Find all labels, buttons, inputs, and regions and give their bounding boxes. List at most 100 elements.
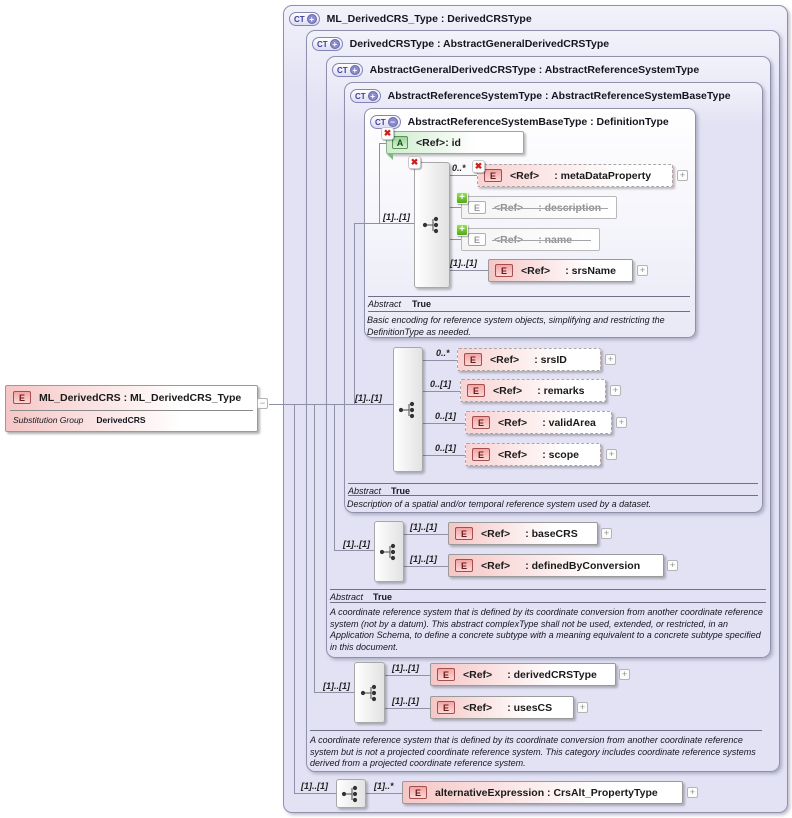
element-icon: E [472,416,490,429]
element-icon: E [437,701,455,714]
element-definedbyconversion[interactable]: E <Ref> : definedByConversion [448,554,664,577]
element-name: : definedByConversion [525,559,641,572]
element-derivedcrstype[interactable]: E <Ref> : derivedCRSType [430,663,616,686]
type-box-header: CT+ DerivedCRSType : AbstractGeneralDeri… [312,37,609,51]
connector-line [450,207,461,208]
expand-toggle[interactable]: + [677,170,688,181]
element-ref: <Ref> [494,233,524,246]
element-ref: <Ref> [498,448,528,461]
documentation-text: A coordinate reference system that is de… [310,735,756,769]
collapse-toggle[interactable]: − [257,398,268,409]
element-srsname[interactable]: E <Ref> : srsName [488,259,633,282]
divider [310,730,762,731]
element-icon: E [409,786,427,799]
element-name: : usesCS [507,701,553,714]
expand-toggle[interactable]: + [610,385,621,396]
element-name: : srsName [565,264,616,277]
attribute-id[interactable]: ✖ A <Ref> : id [381,127,524,160]
abstract-label: Abstract [368,299,402,309]
connector-line [294,404,295,793]
connector-line [379,143,380,223]
element-name: : srsID [534,353,567,366]
expand-toggle[interactable]: + [667,560,678,571]
expand-toggle[interactable]: + [577,702,588,713]
expand-toggle[interactable]: + [687,787,698,798]
element-ref: <Ref> [490,353,520,366]
element-name: alternativeExpression : CrsAlt_PropertyT… [435,786,658,799]
element-ref: <Ref> [493,384,523,397]
cardinality-label: [1]..[1] [410,522,437,532]
complex-type-icon[interactable]: CT+ [350,89,381,103]
substitution-group-value: DerivedCRS [96,415,146,425]
expand-toggle[interactable]: + [605,354,616,365]
element-ref: <Ref> [481,527,511,540]
element-name[interactable]: + E <Ref> : name [456,224,600,251]
removed-badge-icon: ✖ [381,127,394,140]
type-box-title: AbstractGeneralDerivedCRSType : Abstract… [369,64,700,76]
type-box-title: AbstractReferenceSystemType : AbstractRe… [387,90,731,102]
cardinality-label: 0..[1] [430,379,452,389]
element-scope[interactable]: E <Ref> : scope [465,443,601,466]
divider [368,296,690,297]
element-icon: E [472,448,490,461]
element-icon: E [468,201,486,214]
element-ref: <Ref> [463,668,493,681]
sequence-compositor [393,347,423,472]
connector-line [366,793,402,794]
element-icon: E [464,353,482,366]
connector-line [314,692,354,693]
cardinality-label: 0..* [452,163,466,173]
element-icon: E [468,233,486,246]
element-icon: E [484,169,502,182]
abstract-label: Abstract [330,592,364,602]
divider [330,589,766,590]
attribute-icon: A [392,136,408,149]
attribute-ref: <Ref> [416,136,446,149]
complex-type-icon[interactable]: CT+ [332,63,363,77]
expand-toggle[interactable]: + [606,449,617,460]
expand-op-icon: − [387,117,398,127]
divider [330,602,766,603]
expand-toggle[interactable]: + [601,528,612,539]
element-usescs[interactable]: E <Ref> : usesCS [430,696,574,719]
attribute-fold-decoration [387,154,393,160]
sequence-icon [422,216,439,234]
type-box-header: CT+ ML_DerivedCRS_Type : DerivedCRSType [289,12,532,26]
connector-line [423,360,457,361]
element-icon: E [455,527,473,540]
element-validarea[interactable]: E <Ref> : validArea [465,411,612,434]
connector-line [404,566,448,567]
type-box-header: CT− AbstractReferenceSystemBaseType : De… [370,115,669,129]
element-srsid[interactable]: E <Ref> : srsID [457,348,601,371]
element-icon: E [495,264,513,277]
element-alternativeexpression[interactable]: E alternativeExpression : CrsAlt_Propert… [402,781,683,804]
expand-toggle[interactable]: + [619,669,630,680]
expand-op-icon: + [329,39,340,49]
cardinality-label: [1]..[1] [410,554,437,564]
connector-line [385,708,430,709]
cardinality-label: 0..[1] [435,411,457,421]
added-badge-icon: + [456,192,468,204]
element-metadataproperty[interactable]: ✖ E <Ref> : metaDataProperty [472,160,673,187]
expand-op-icon: + [306,14,317,24]
element-name: : baseCRS [525,527,578,540]
element-ref: <Ref> [510,169,540,182]
cardinality-label: [1]..[1] [383,212,410,222]
global-element-ml-derivedcrs[interactable]: E ML_DerivedCRS : ML_DerivedCRS_Type Sub… [5,385,258,432]
element-name: : description [538,201,602,214]
cardinality-label: [1]..* [374,781,394,791]
global-element-title: ML_DerivedCRS : ML_DerivedCRS_Type [39,391,242,404]
element-description[interactable]: + E <Ref> : description [456,192,617,219]
element-basecrs[interactable]: E <Ref> : baseCRS [448,522,598,545]
complex-type-icon[interactable]: CT+ [289,12,320,26]
abstract-label: Abstract [348,486,382,496]
complex-type-icon[interactable]: CT+ [312,37,343,51]
complex-type-label: CT [355,91,366,101]
expand-toggle[interactable]: + [637,265,648,276]
expand-toggle[interactable]: + [616,417,627,428]
element-remarks[interactable]: E <Ref> : remarks [460,379,606,402]
cardinality-label: [1]..[1] [323,681,350,691]
element-ref: <Ref> [521,264,551,277]
element-ref: <Ref> [498,416,528,429]
